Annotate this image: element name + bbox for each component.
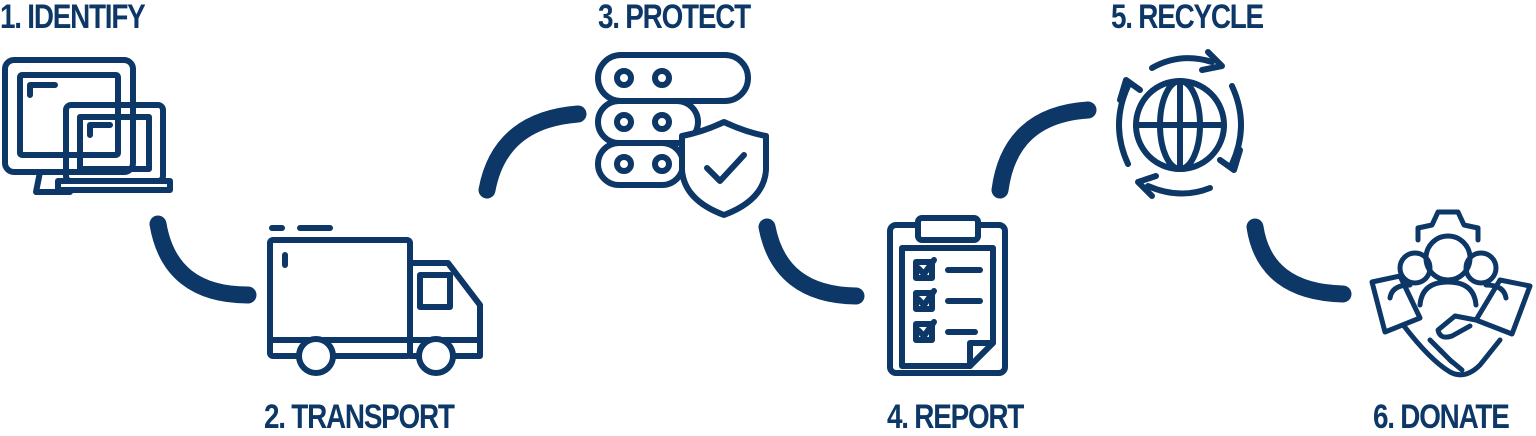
step-label-identify: 1. IDENTIFY <box>0 0 146 36</box>
clipboard-checklist-icon <box>887 215 1008 376</box>
step-label-donate: 6. DONATE <box>1373 398 1510 436</box>
step-label-report: 4. REPORT <box>887 398 1024 436</box>
handshake-community-icon <box>1369 209 1533 378</box>
connector-arc-5-6 <box>1246 218 1352 303</box>
connector-arc-4-5 <box>991 101 1097 199</box>
delivery-truck-icon <box>267 225 483 376</box>
connector-arc-1-2 <box>149 215 257 304</box>
computer-laptop-icon <box>2 57 173 195</box>
globe-recycle-icon <box>1116 49 1244 199</box>
connector-arc-3-4 <box>758 218 865 305</box>
step-label-recycle: 5. RECYCLE <box>1111 0 1264 36</box>
server-shield-icon <box>595 52 769 218</box>
step-label-transport: 2. TRANSPORT <box>264 398 455 436</box>
connector-arc-2-3 <box>478 105 587 199</box>
step-label-protect: 3. PROTECT <box>598 0 751 36</box>
